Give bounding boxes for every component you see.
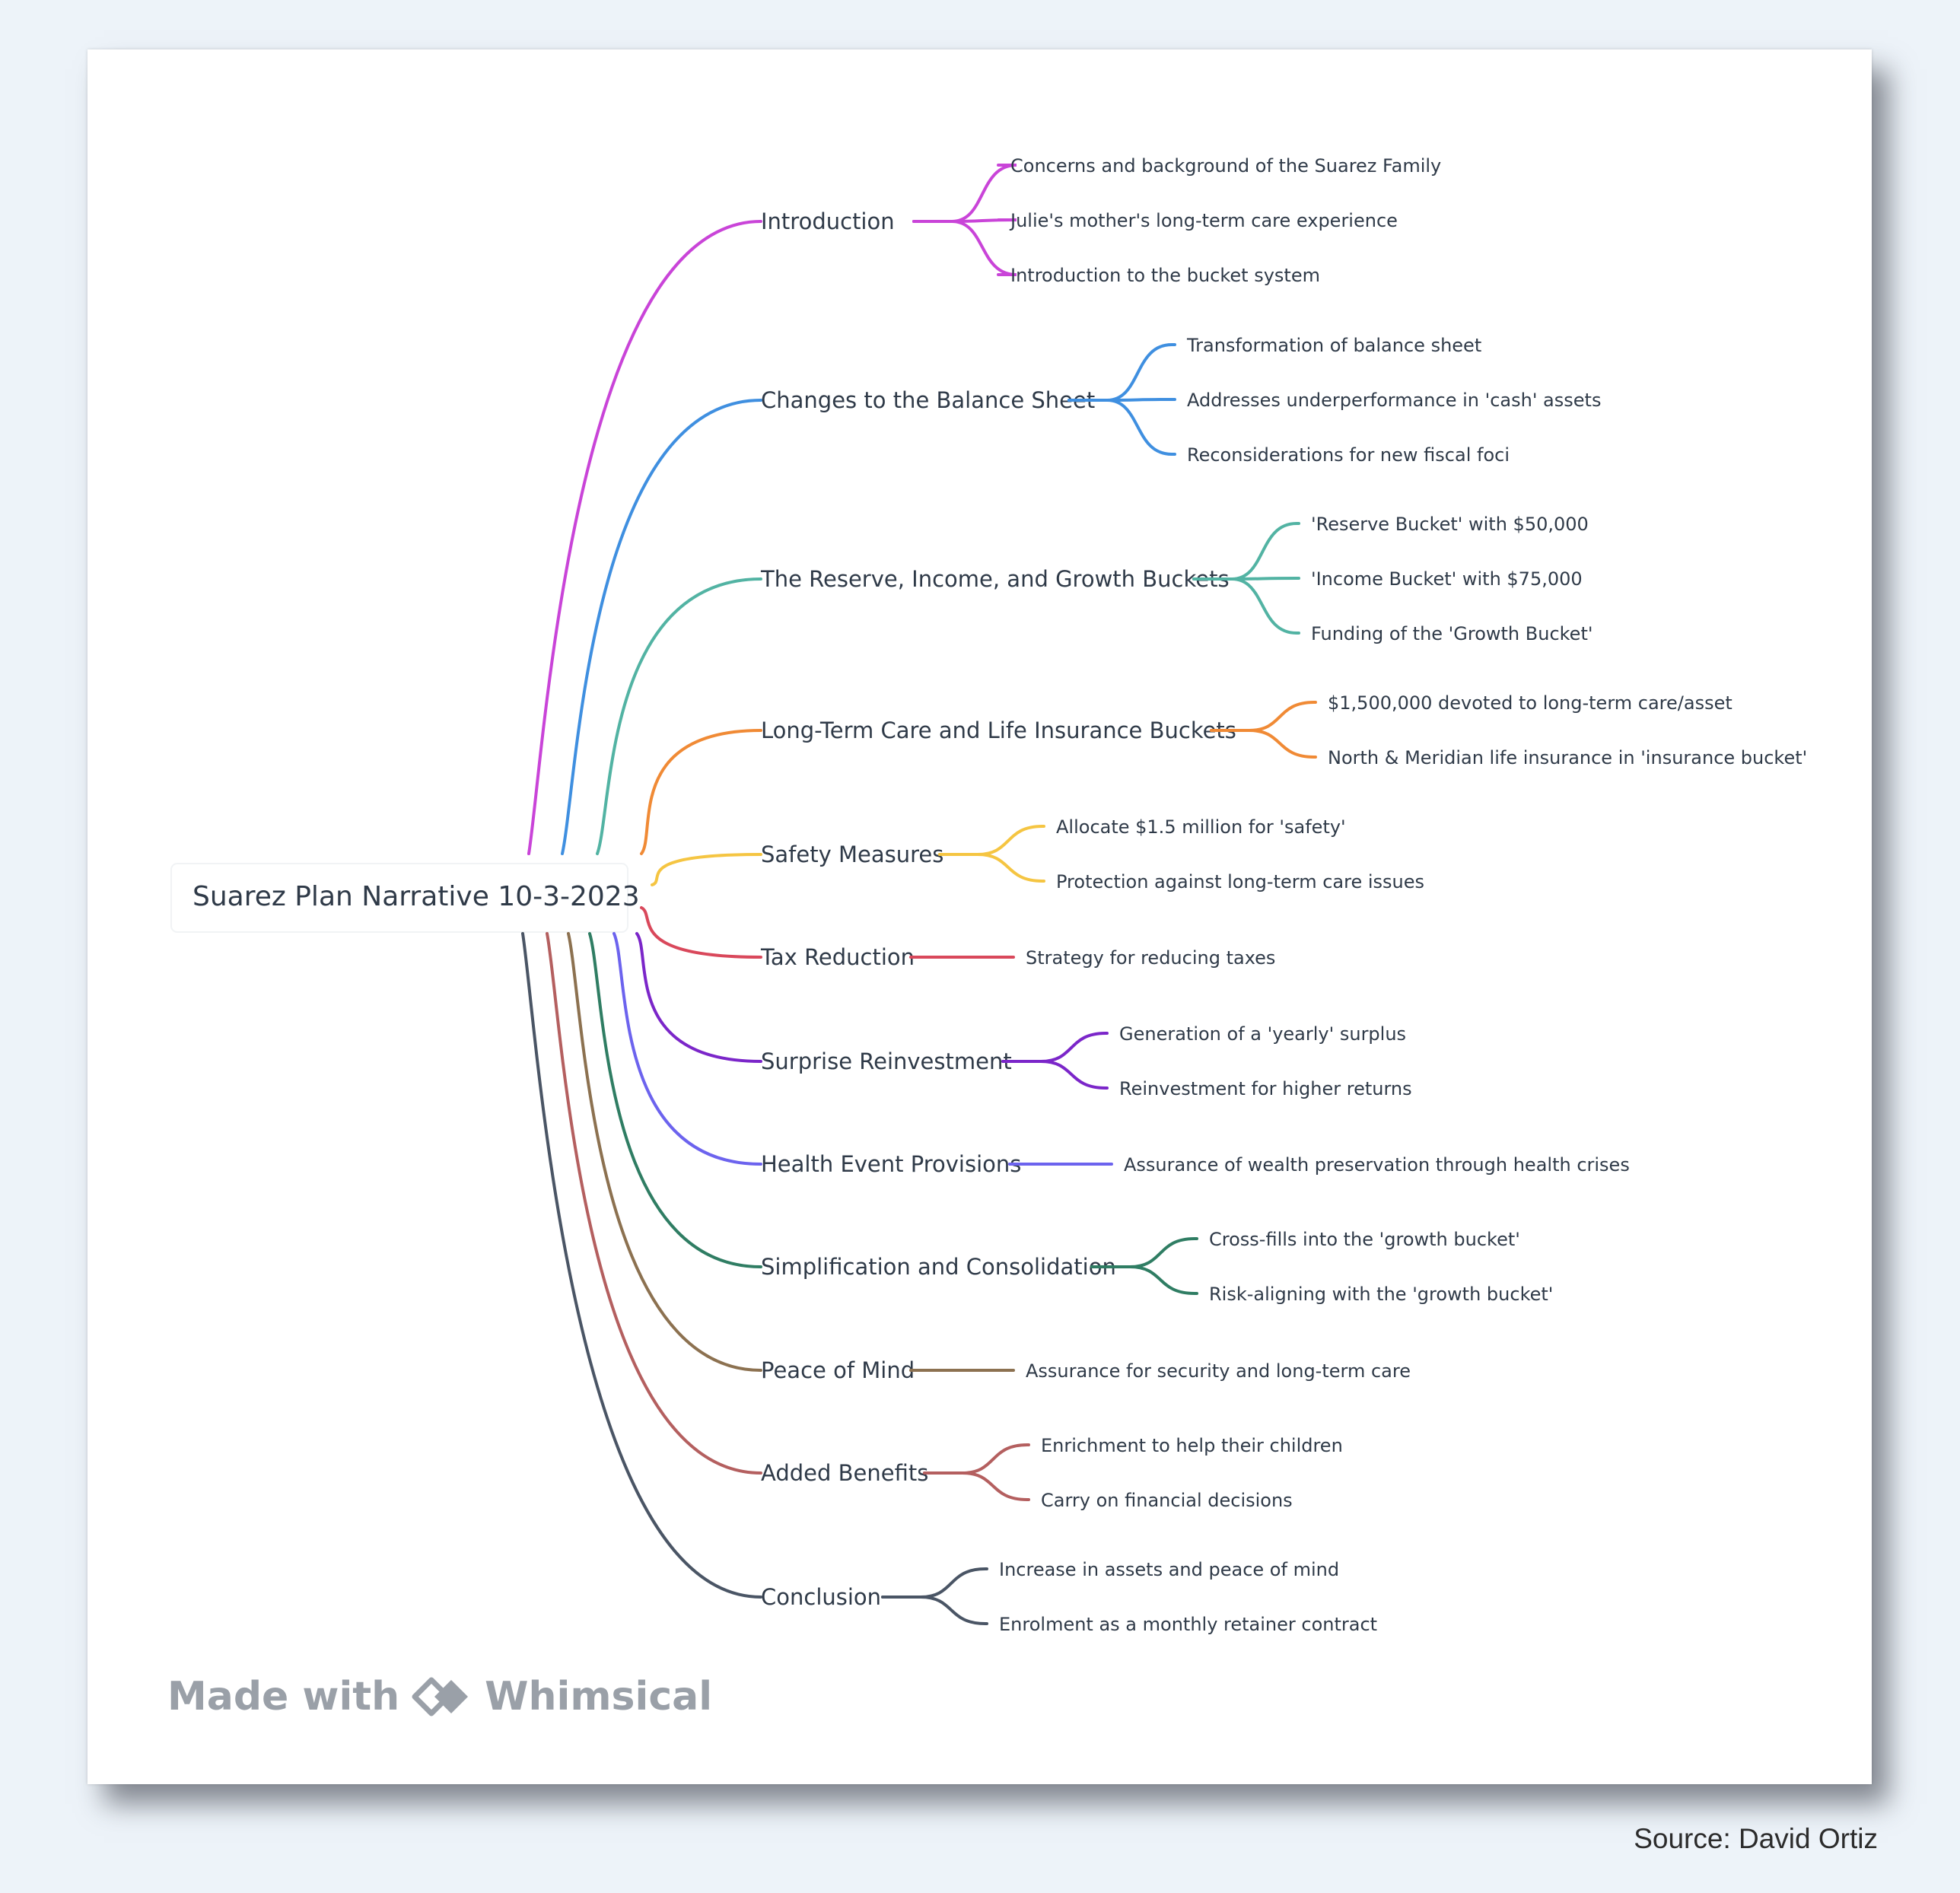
leaf-label: Enrichment to help their children [1041, 1435, 1343, 1456]
root-connector [640, 906, 762, 959]
branch-label: Conclusion [761, 1584, 881, 1610]
branch-label: Health Event Provisions [761, 1151, 1021, 1177]
root-connector [640, 729, 762, 855]
branch-label: Tax Reduction [760, 944, 915, 970]
leaf-label: Introduction to the bucket system [1010, 265, 1320, 286]
branch-label: Added Benefits [761, 1460, 928, 1486]
leaf-label: Assurance for security and long-term car… [1026, 1360, 1411, 1382]
leaf-connector [1068, 399, 1176, 456]
leaf-connector [1001, 1032, 1109, 1063]
root-connector [561, 399, 762, 855]
leaf-label: Concerns and background of the Suarez Fa… [1010, 155, 1441, 177]
branch-label: Changes to the Balance Sheet [761, 387, 1095, 413]
branch-changes-to-the-balance-sheet: Changes to the Balance Sheet Transformati… [561, 335, 1601, 855]
leaf-label: North & Meridian life insurance in 'insu… [1328, 747, 1807, 768]
leaf-label: Transformation of balance sheet [1186, 335, 1481, 356]
leaf-label: Risk-aligning with the 'growth bucket' [1209, 1284, 1553, 1305]
root-title: Suarez Plan Narrative 10-3-2023 [192, 881, 640, 912]
leaf-connector [1001, 1060, 1109, 1090]
leaf-connector [881, 1596, 988, 1625]
leaf-connector [923, 1443, 1030, 1475]
root-connector [596, 577, 762, 855]
root-connector [651, 853, 762, 886]
leaf-label: Carry on financial decisions [1041, 1490, 1293, 1511]
branch-label: Safety Measures [761, 842, 943, 867]
leaf-label: Addresses underperformance in 'cash' ass… [1187, 390, 1601, 411]
leaf-connector [881, 1567, 988, 1599]
source-caption: Source: David Ortiz [1634, 1823, 1878, 1854]
root-connector [527, 220, 762, 855]
branch-label: Peace of Mind [761, 1357, 915, 1383]
branch-the-reserve-income-and-growth-buckets: The Reserve, Income, and Growth Buckets '… [596, 514, 1592, 855]
branch-label: Introduction [761, 208, 895, 234]
branch-introduction: Introduction Concerns and background of t… [527, 155, 1441, 855]
branch-label: Long-Term Care and Life Insurance Bucket… [761, 717, 1236, 743]
branch-peace-of-mind: Peace of Mind Assurance for security and … [567, 932, 1411, 1383]
branch-safety-measures: Safety Measures Allocate $1.5 million for… [651, 816, 1424, 892]
mindmap-card: Suarez Plan Narrative 10-3-2023 Introduct… [88, 49, 1872, 1784]
branch-added-benefits: Added Benefits Enrichment to help their c… [546, 932, 1343, 1511]
leaf-label: $1,500,000 devoted to long-term care/ass… [1328, 692, 1732, 714]
leaf-connector [923, 1471, 1030, 1501]
leaf-label: Cross-fills into the 'growth bucket' [1209, 1229, 1520, 1250]
leaf-label: Enrolment as a monthly retainer contract [999, 1614, 1377, 1635]
root-connector [546, 932, 762, 1475]
leaf-label: Protection against long-term care issues [1056, 871, 1424, 892]
branch-label: Surprise Reinvestment [761, 1048, 1012, 1074]
leaf-label: Allocate $1.5 million for 'safety' [1056, 816, 1346, 838]
root-connector [635, 932, 762, 1063]
leaf-label: 'Income Bucket' with $75,000 [1311, 568, 1583, 590]
branch-tax-reduction: Tax Reduction Strategy for reducing taxes [640, 906, 1275, 970]
leaf-label: Funding of the 'Growth Bucket' [1311, 623, 1592, 644]
leaf-connector [1090, 1265, 1198, 1295]
root-node: Suarez Plan Narrative 10-3-2023 [170, 863, 640, 933]
leaf-connector [1192, 577, 1300, 635]
leaf-label: Julie's mother's long-term care experien… [1009, 210, 1398, 231]
whimsical-watermark: Made with Whimsical [167, 1674, 712, 1720]
leaf-label: Increase in assets and peace of mind [999, 1559, 1339, 1580]
leaf-connector [912, 220, 1017, 276]
root-connector [612, 932, 762, 1166]
branch-conclusion: Conclusion Increase in assets and peace o… [521, 932, 1377, 1635]
branch-long-term-care-and-life-insurance-buckets: Long-Term Care and Life Insurance Bucket… [640, 692, 1807, 855]
whimsical-logo-icon [412, 1677, 469, 1716]
made-with-label: Made with [167, 1674, 400, 1720]
branch-health-event-provisions: Health Event Provisions Assurance of weal… [612, 932, 1630, 1177]
leaf-connector [938, 825, 1045, 856]
branch-label: The Reserve, Income, and Growth Buckets [760, 566, 1230, 592]
branch-surprise-reinvestment: Surprise Reinvestment Generation of a 'ye… [635, 932, 1412, 1099]
root-connector [567, 932, 762, 1372]
leaf-connector [1210, 729, 1317, 759]
branch-simplification-and-consolidation: Simplification and Consolidation Cross-fi… [588, 932, 1553, 1305]
root-connector [521, 932, 762, 1599]
leaf-connector [912, 164, 1017, 223]
root-connector [588, 932, 762, 1268]
leaf-label: Strategy for reducing taxes [1026, 947, 1275, 969]
leaf-label: Assurance of wealth preservation through… [1124, 1154, 1630, 1176]
leaf-label: Generation of a 'yearly' surplus [1119, 1023, 1406, 1045]
leaf-connector [938, 853, 1045, 883]
whimsical-brand-label: Whimsical [485, 1674, 713, 1720]
mindmap-canvas: Suarez Plan Narrative 10-3-2023 Introduct… [170, 155, 1807, 1635]
leaf-label: 'Reserve Bucket' with $50,000 [1311, 514, 1589, 535]
leaf-label: Reconsiderations for new fiscal foci [1187, 444, 1510, 466]
branch-label: Simplification and Consolidation [761, 1254, 1116, 1280]
leaf-label: Reinvestment for higher returns [1119, 1078, 1412, 1099]
